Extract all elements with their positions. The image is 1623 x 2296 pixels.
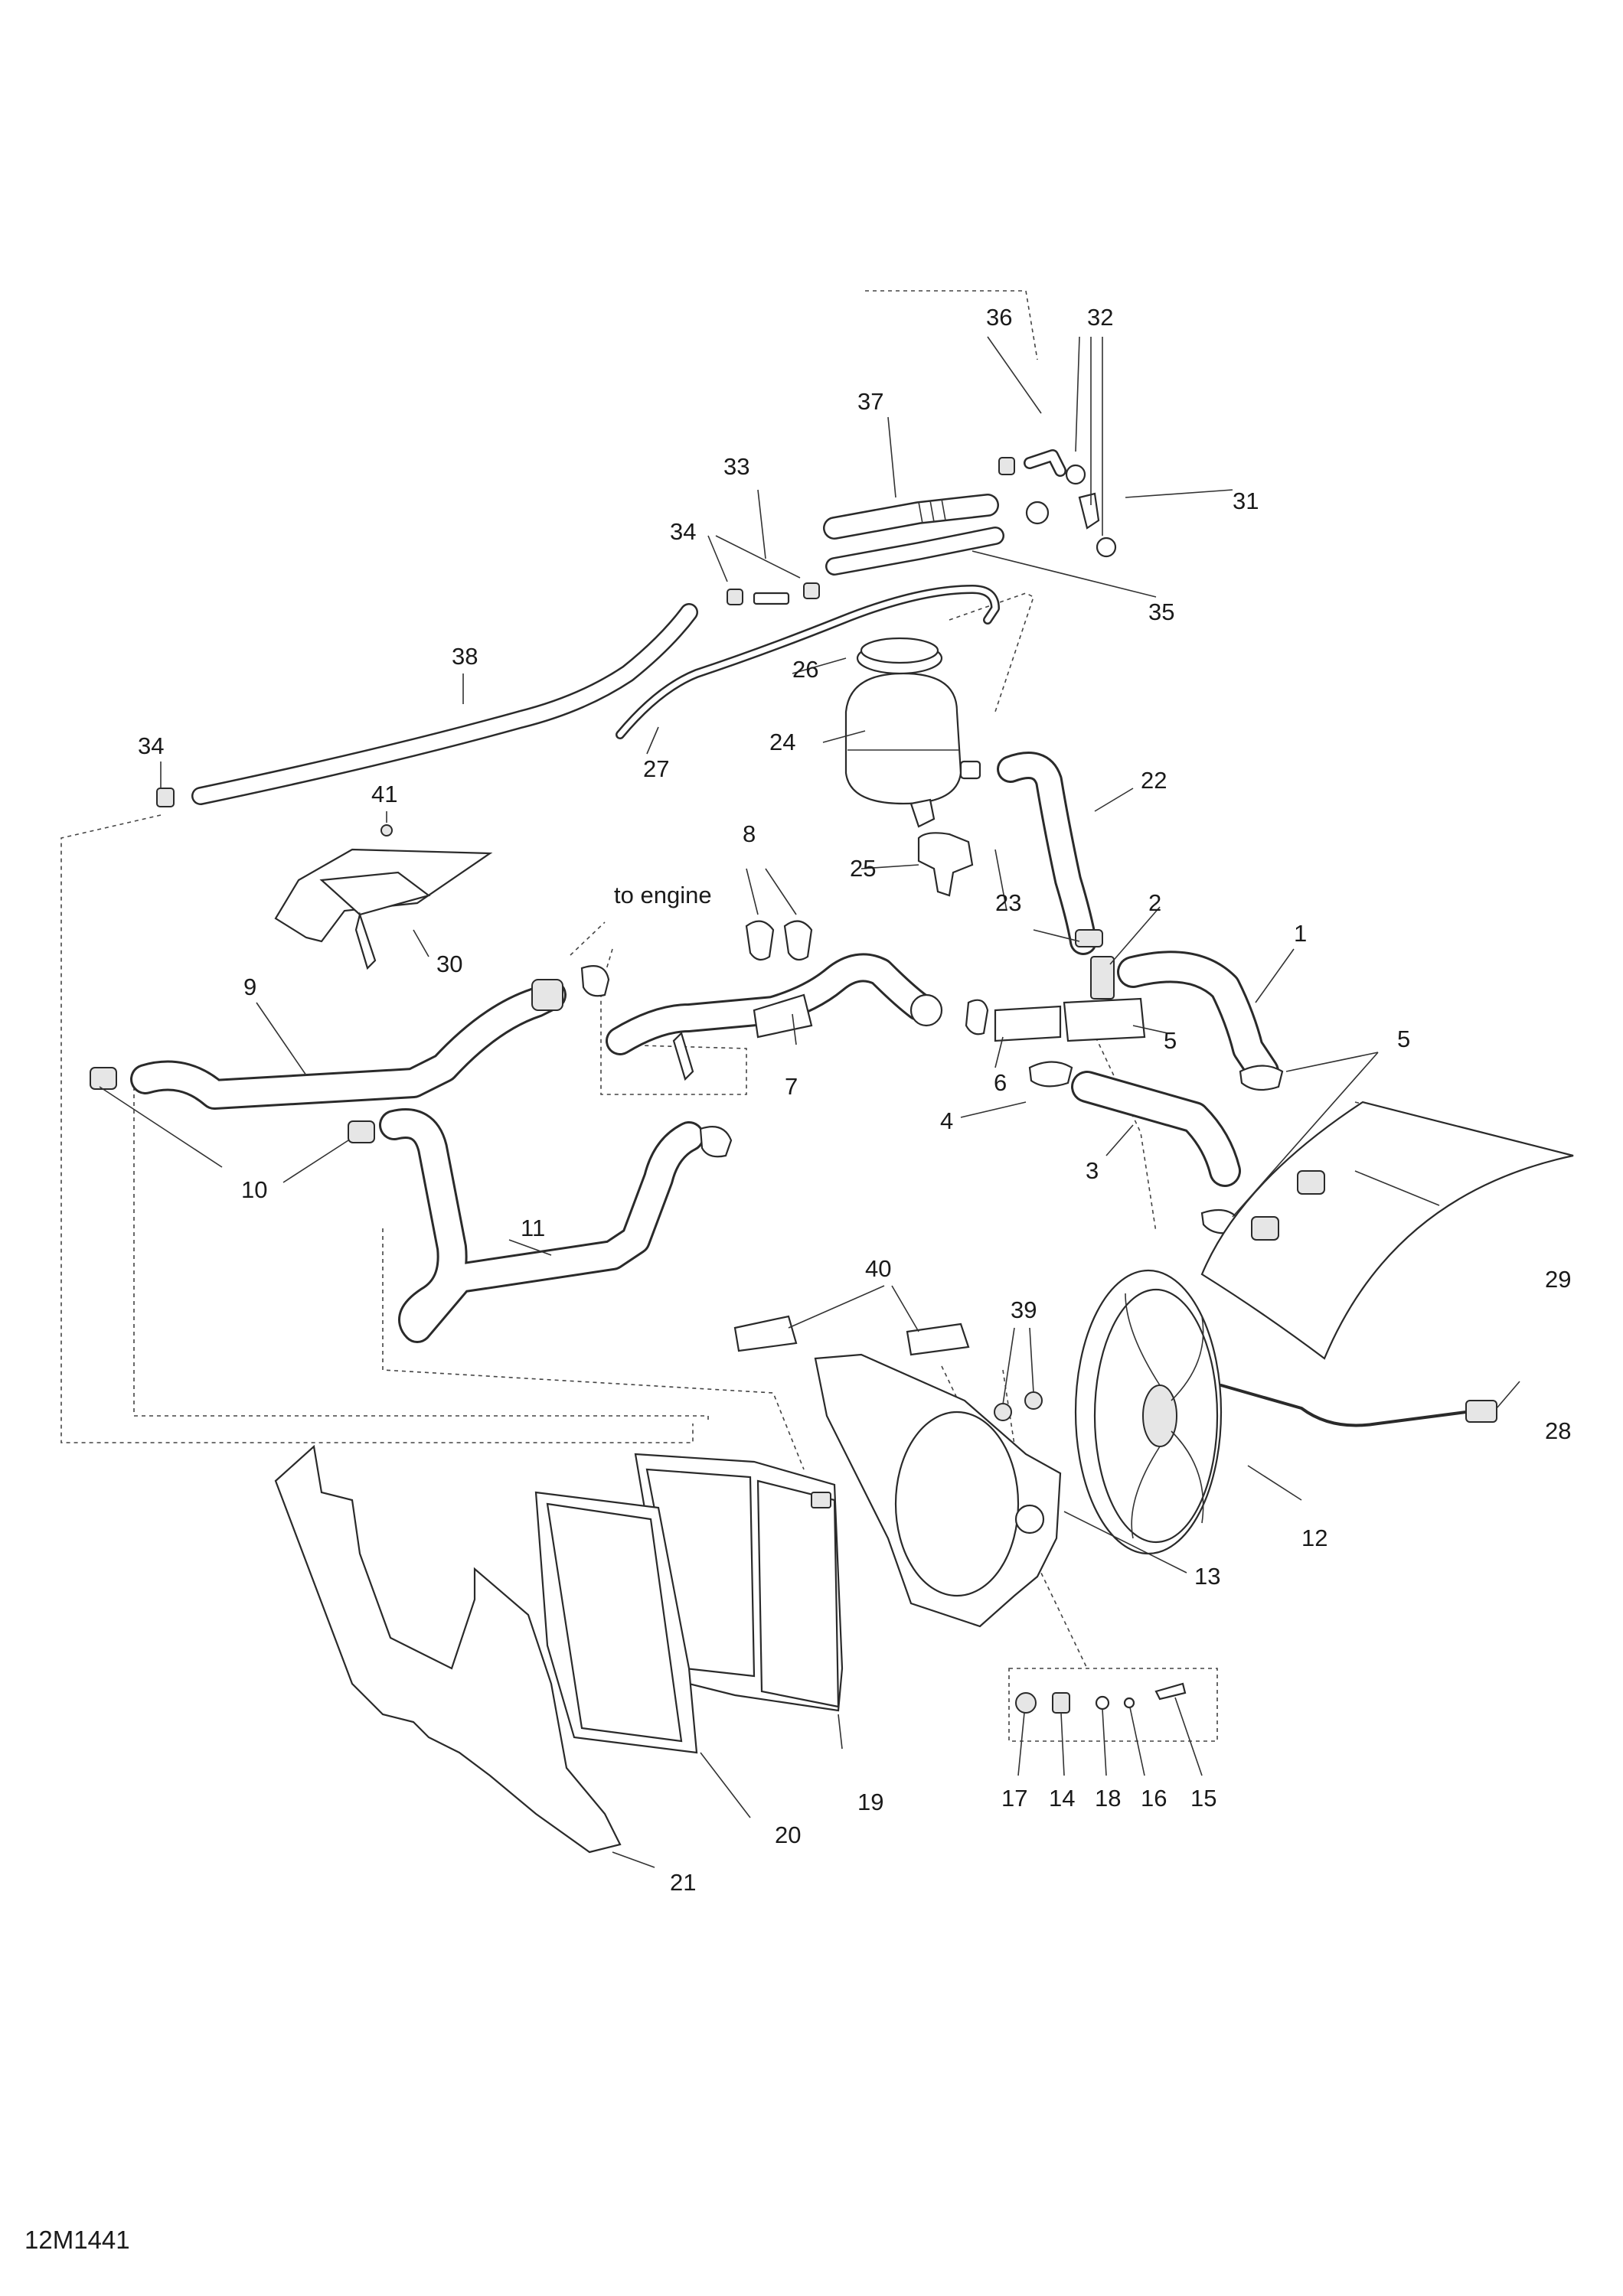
clamps-10 xyxy=(348,1120,375,1143)
callout-29: 29 xyxy=(1545,1266,1571,1293)
clips-40 xyxy=(733,1315,970,1356)
tee-connector-2 xyxy=(965,956,1146,1042)
callout-11: 11 xyxy=(521,1215,545,1241)
callout-39: 39 xyxy=(1011,1296,1037,1323)
coolant-reservoir-24 xyxy=(844,637,981,828)
callout-5-lower: 5 xyxy=(1164,1027,1177,1054)
callout-labels: 36 32 37 31 33 34 35 38 26 24 27 22 34 4… xyxy=(138,304,1571,1896)
callout-27: 27 xyxy=(643,755,669,782)
shroud-29 xyxy=(1200,1101,1574,1360)
figure-id-label: 12M1441 xyxy=(24,2226,130,2254)
radiator-19 xyxy=(634,1453,844,1712)
callout-18: 18 xyxy=(1095,1785,1121,1812)
callout-1: 1 xyxy=(1294,920,1307,947)
callout-30: 30 xyxy=(436,951,462,977)
clamps-8 xyxy=(745,920,813,961)
callout-16: 16 xyxy=(1141,1785,1167,1812)
fittings-31-32-36 xyxy=(998,449,1117,558)
callout-19: 19 xyxy=(857,1789,883,1815)
annotation-to-engine: to engine xyxy=(614,882,712,908)
callout-5-upper: 5 xyxy=(1397,1026,1410,1052)
callout-15: 15 xyxy=(1190,1785,1216,1812)
callout-37: 37 xyxy=(857,388,883,415)
panel-21 xyxy=(274,1444,622,1854)
hose-35 xyxy=(825,527,1004,576)
callout-24: 24 xyxy=(769,729,795,755)
grommets-39 xyxy=(994,1391,1043,1421)
callout-26: 26 xyxy=(792,656,818,683)
callout-12: 12 xyxy=(1301,1525,1327,1551)
pipe-7 xyxy=(606,953,943,1081)
leader-lines xyxy=(99,336,1520,1868)
hardware-set xyxy=(1015,1682,1187,1714)
connector-33 xyxy=(727,582,820,605)
callout-34-left: 34 xyxy=(138,732,164,759)
callout-9: 9 xyxy=(243,974,256,1000)
callout-6: 6 xyxy=(994,1069,1007,1096)
hose-3 xyxy=(1028,1061,1241,1234)
callout-3: 3 xyxy=(1086,1157,1099,1184)
frame-20 xyxy=(534,1491,698,1754)
hose-27 xyxy=(616,585,1000,739)
hose-11 xyxy=(379,1108,733,1343)
callout-10: 10 xyxy=(241,1176,267,1203)
callout-31: 31 xyxy=(1233,488,1259,514)
callout-35: 35 xyxy=(1148,598,1174,625)
callout-21: 21 xyxy=(670,1869,696,1896)
callout-2: 2 xyxy=(1148,889,1161,916)
callout-23: 23 xyxy=(995,889,1021,916)
callout-34-top: 34 xyxy=(670,518,696,545)
callout-7: 7 xyxy=(785,1073,798,1100)
callout-8: 8 xyxy=(743,820,756,847)
callout-36: 36 xyxy=(986,304,1012,331)
bracket-25 xyxy=(917,832,974,897)
hose-38 xyxy=(156,603,698,807)
callout-28: 28 xyxy=(1545,1417,1571,1444)
fan-bracket-13 xyxy=(814,1353,1062,1628)
callout-17: 17 xyxy=(1001,1785,1027,1812)
callout-32: 32 xyxy=(1087,304,1113,331)
callout-13: 13 xyxy=(1194,1563,1220,1590)
hose-37 xyxy=(823,494,999,540)
callout-38: 38 xyxy=(452,643,478,670)
callout-25: 25 xyxy=(850,855,876,882)
callout-14: 14 xyxy=(1049,1785,1075,1812)
callout-33: 33 xyxy=(723,453,749,480)
hose-22 xyxy=(997,752,1103,955)
fan-12 xyxy=(1074,1269,1497,1555)
hose-1 xyxy=(1117,951,1284,1091)
bracket-30 xyxy=(274,824,493,970)
callout-40: 40 xyxy=(865,1255,891,1282)
callout-20: 20 xyxy=(775,1821,801,1848)
callout-4: 4 xyxy=(940,1107,953,1134)
callout-41: 41 xyxy=(371,781,397,807)
hose-9 xyxy=(90,965,610,1110)
callout-22: 22 xyxy=(1141,767,1167,794)
